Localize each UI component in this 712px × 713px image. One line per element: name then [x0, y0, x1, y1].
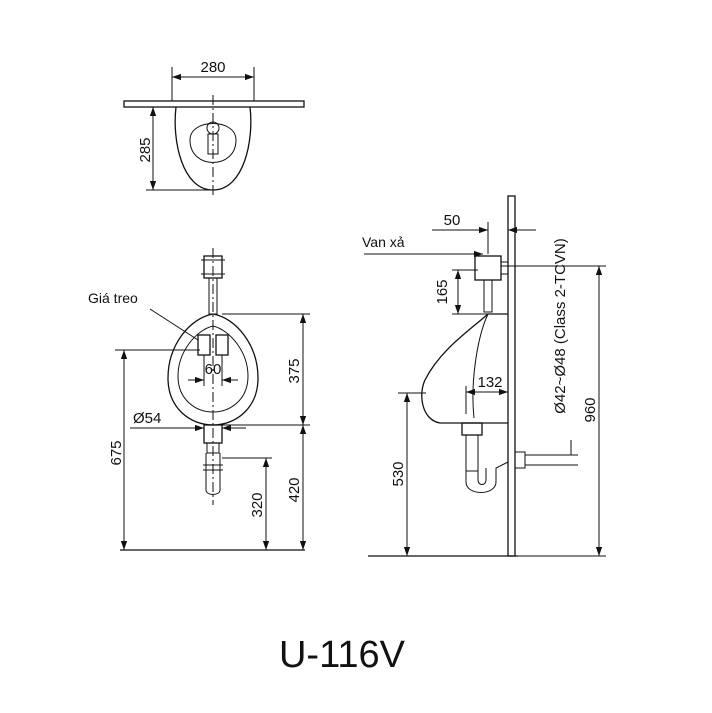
front-view: 60 Ø54 Giá treo 675 375 420 320 — [88, 248, 310, 551]
hanger-right — [215, 334, 229, 356]
side-view: Van xả 50 165 132 530 Ø42~Ø48 (Class 2-T… — [362, 195, 606, 557]
outlet-side — [461, 422, 483, 436]
dim-total-height: 960 — [582, 397, 599, 422]
model-name: U-116V — [279, 634, 406, 676]
bowl-inner-top — [189, 123, 237, 163]
dim-bowl-height: 375 — [286, 358, 303, 383]
flush-pipe-side — [483, 279, 493, 313]
wall-slab — [123, 100, 305, 108]
label-hanger: Giá treo — [88, 290, 138, 306]
leader-hanger — [149, 308, 199, 341]
flush-valve-side — [474, 255, 502, 281]
trap-bend-side — [465, 461, 509, 493]
bowl-inner-front — [177, 325, 249, 413]
dim-valve-offset: 50 — [444, 212, 461, 229]
trap-inner-side — [477, 468, 487, 485]
urinal-body-side — [421, 313, 508, 424]
dim-outlet-height-front: 420 — [286, 477, 303, 502]
top-view: 280 285 — [123, 59, 305, 195]
dim-projection: 132 — [477, 374, 502, 391]
dim-outlet-diameter: Ø54 — [133, 410, 161, 427]
label-flush-valve: Van xả — [362, 234, 405, 250]
drain-connector — [514, 451, 526, 469]
trap-front — [205, 453, 221, 495]
dim-drain-height: 320 — [249, 492, 266, 517]
urinal-lip-side — [472, 313, 489, 419]
hanger-left — [197, 334, 211, 356]
wall-side — [507, 195, 516, 557]
dim-hanger-spacing: 60 — [205, 361, 222, 378]
valve-body-top — [207, 133, 219, 155]
dim-top-depth: 285 — [137, 137, 154, 162]
trap-pipe-side — [465, 434, 479, 472]
valve-wall-connector — [500, 261, 509, 275]
dim-outlet-height-side: 530 — [390, 461, 407, 486]
dim-valve-height: 165 — [434, 279, 451, 304]
dim-top-width: 280 — [200, 59, 225, 76]
outlet-coupling — [206, 442, 220, 454]
label-pipe-spec: Ø42~Ø48 (Class 2-TCVN) — [552, 238, 569, 413]
dim-rim-height: 675 — [108, 440, 125, 465]
